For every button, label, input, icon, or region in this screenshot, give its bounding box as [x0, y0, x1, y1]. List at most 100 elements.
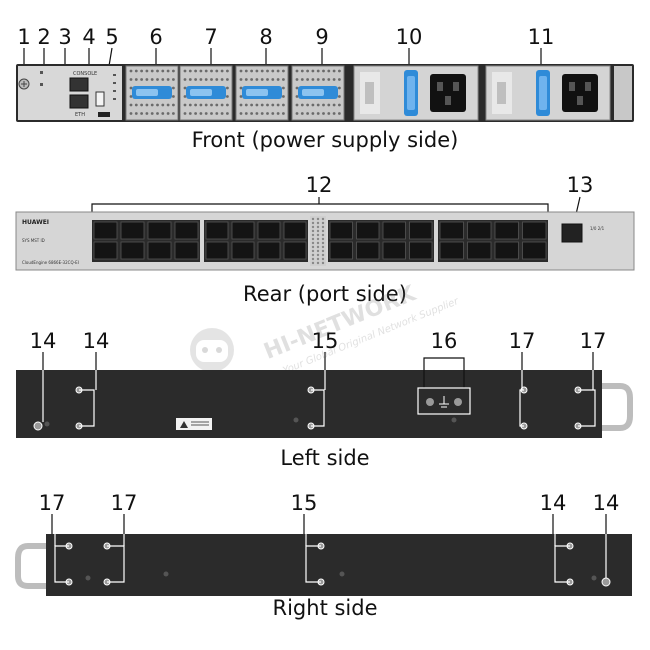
qsfp-port[interactable] — [231, 221, 255, 240]
callout-14a: 14 — [30, 329, 57, 353]
fan-module-4[interactable] — [291, 65, 345, 121]
callout-9: 9 — [315, 25, 328, 49]
qsfp-port[interactable] — [382, 221, 406, 240]
port-group-3 — [328, 220, 434, 262]
callout-15: 15 — [312, 329, 339, 353]
qsfp-port[interactable] — [283, 241, 307, 260]
usb-tag — [98, 112, 110, 117]
qsfp-port[interactable] — [382, 241, 406, 260]
qsfp-port[interactable] — [147, 221, 172, 240]
psu-2-power-inlet — [562, 74, 598, 112]
qsfp-port[interactable] — [257, 221, 281, 240]
qsfp-port[interactable] — [283, 221, 307, 240]
qsfp-port[interactable] — [522, 241, 547, 260]
right-screws — [65, 542, 611, 587]
right-leader-lines — [51, 514, 607, 534]
callout-14c: 14 — [540, 491, 567, 515]
callout-14b: 14 — [83, 329, 110, 353]
qsfp-port[interactable] — [467, 221, 492, 240]
qsfp-port[interactable] — [174, 221, 199, 240]
qsfp-port[interactable] — [147, 241, 172, 260]
callout-3: 3 — [58, 25, 71, 49]
port-group-4 — [438, 220, 548, 262]
callout-6: 6 — [149, 25, 162, 49]
power-supply-2 — [485, 65, 611, 121]
callout-11: 11 — [528, 25, 555, 49]
callout-16: 16 — [431, 329, 458, 353]
left-side-view: 14 14 15 16 17 17 — [16, 329, 633, 438]
qsfp-port[interactable] — [257, 241, 281, 260]
status-label: SYS MST ID — [22, 238, 45, 243]
fan-module-3[interactable] — [235, 65, 289, 121]
qsfp-port[interactable] — [93, 241, 118, 260]
qsfp-port[interactable] — [439, 241, 464, 260]
front-callouts: 1 2 3 4 5 6 7 8 9 10 11 — [17, 25, 554, 49]
callout-1: 1 — [17, 25, 30, 49]
callout-14d: 14 — [593, 491, 620, 515]
qsfp-port[interactable] — [467, 241, 492, 260]
svg-text:1/0 2/1: 1/0 2/1 — [590, 226, 605, 231]
callout-17b: 17 — [580, 329, 607, 353]
psu-1-power-inlet — [430, 74, 466, 112]
qsfp-port[interactable] — [205, 241, 229, 260]
qsfp-port[interactable] — [120, 221, 145, 240]
left-leader-lines — [42, 352, 594, 388]
right-handle[interactable] — [15, 543, 46, 589]
brand-label: HUAWEI — [22, 219, 49, 226]
callout-4: 4 — [82, 25, 95, 49]
port-group-2 — [204, 220, 308, 262]
callout-13: 13 — [567, 173, 594, 197]
callout-5: 5 — [105, 25, 118, 49]
left-handle[interactable] — [602, 383, 633, 431]
qsfp-port[interactable] — [205, 221, 229, 240]
callout-15b: 15 — [291, 491, 318, 515]
callout-12: 12 — [306, 173, 333, 197]
rear-caption: Rear (port side) — [243, 282, 407, 306]
qsfp-port[interactable] — [93, 221, 118, 240]
qsfp-port[interactable] — [439, 221, 464, 240]
callout-2: 2 — [37, 25, 50, 49]
right-chassis — [46, 534, 632, 596]
qsfp-port[interactable] — [494, 241, 519, 260]
qsfp-port[interactable] — [329, 241, 353, 260]
front-status-leds — [113, 74, 116, 100]
rear-view: 12 13 HUAWEI SYS MST ID CloudEngine 6866… — [15, 173, 635, 271]
fan-module-1[interactable] — [125, 65, 179, 121]
led-indicator-1 — [40, 71, 43, 74]
qsfp-port[interactable] — [174, 241, 199, 260]
left-caption: Left side — [280, 446, 370, 470]
mgmt-port[interactable] — [561, 223, 583, 243]
qsfp-port[interactable] — [522, 221, 547, 240]
front-caption: Front (power supply side) — [191, 128, 459, 152]
port-group-1 — [92, 220, 200, 262]
qsfp-port[interactable] — [356, 241, 380, 260]
eth-label: ETH — [75, 112, 85, 118]
warning-label — [176, 418, 212, 430]
callout-7: 7 — [204, 25, 217, 49]
qsfp-port[interactable] — [120, 241, 145, 260]
qsfp-port[interactable] — [409, 241, 433, 260]
callout-17d: 17 — [111, 491, 138, 515]
right-leader-lines-white — [54, 534, 607, 578]
qsfp-port[interactable] — [409, 221, 433, 240]
qsfp-port-groups — [92, 220, 548, 262]
callout-8: 8 — [259, 25, 272, 49]
right-caption: Right side — [272, 596, 378, 620]
right-leader-lines-inner — [54, 545, 570, 583]
fan-modules — [125, 65, 345, 121]
right-side-view: 17 17 15 14 14 — [15, 491, 632, 596]
left-small-screws — [44, 417, 457, 427]
right-small-screws — [85, 571, 597, 581]
qsfp-port[interactable] — [356, 221, 380, 240]
qsfp-port[interactable] — [231, 241, 255, 260]
fan-module-2[interactable] — [179, 65, 233, 121]
callout-10: 10 — [396, 25, 423, 49]
grounding-point-icon — [417, 387, 471, 415]
model-label: CloudEngine 6866E-32CQ-EI — [22, 260, 79, 265]
callout-17c: 17 — [39, 491, 66, 515]
qsfp-port[interactable] — [329, 221, 353, 240]
led-indicator-2 — [40, 83, 43, 86]
qsfp-port[interactable] — [494, 221, 519, 240]
center-vent — [310, 216, 326, 266]
power-supply-1 — [353, 65, 479, 121]
